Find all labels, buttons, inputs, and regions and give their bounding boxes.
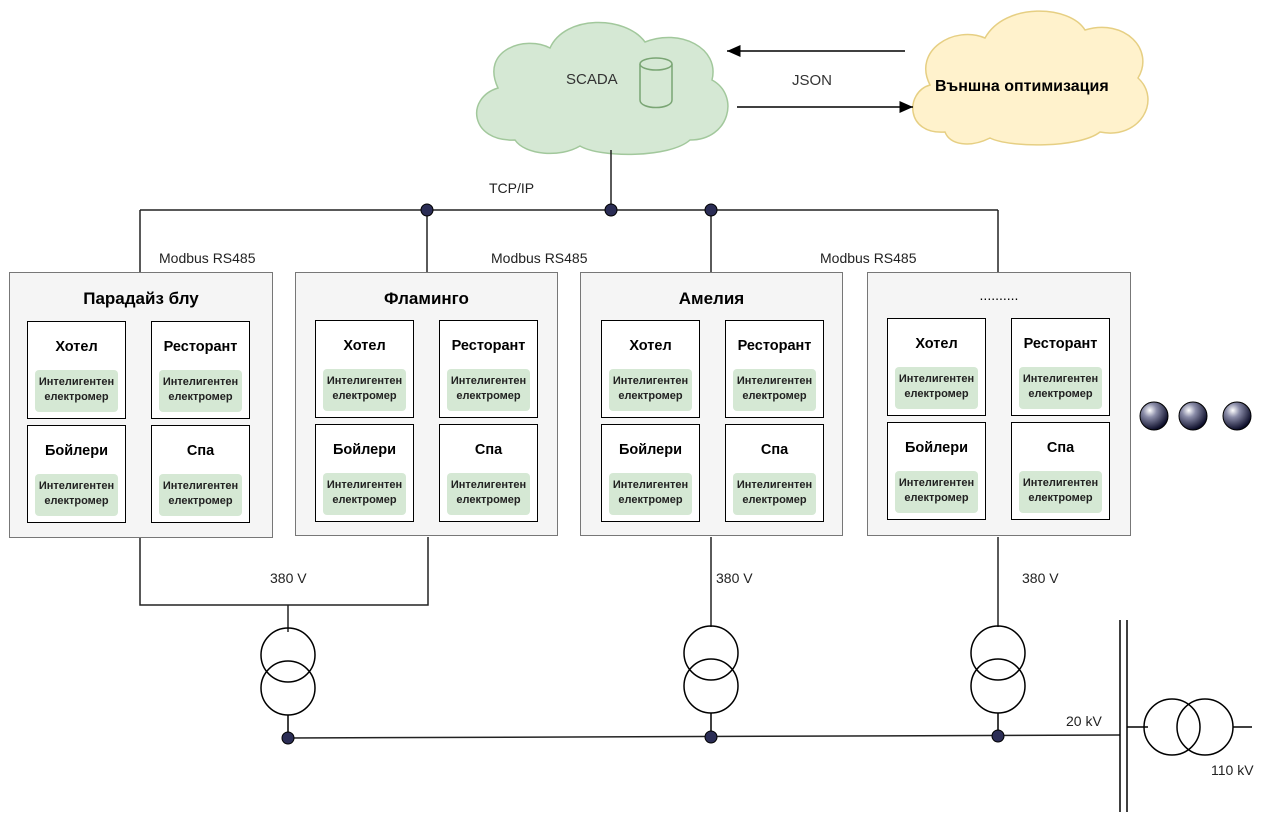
network-nodes [420,203,718,217]
more-sites-ellipsis-icon [1139,401,1252,431]
voltage-label: 380 V [1022,570,1059,586]
bus-110kv-label: 110 kV [1211,762,1254,778]
consumer-title: Бойлери [44,443,109,459]
site-title: Парадайз блу [83,289,199,308]
external-optimization-cloud [912,10,1149,146]
consumer-title: Бойлери [618,442,683,458]
transformers [260,625,1026,738]
consumer-title: Хотел [629,338,672,354]
modbus-label: Modbus RS485 [491,250,588,266]
consumer-title: Ресторант [1023,336,1098,352]
bus-20kv-label: 20 kV [1066,713,1102,729]
json-label: JSON [792,72,833,89]
busbar-20kv [1119,620,1128,812]
voltage-label: 380 V [270,570,307,586]
consumer-title: Ресторант [163,339,238,355]
consumer-title: Хотел [55,339,98,355]
consumer-title: Ресторант [737,338,812,354]
consumer-title: Ресторант [451,338,526,354]
scada-label: SCADA [566,71,618,88]
bus-nodes [281,729,1005,745]
database-icon [639,57,673,109]
consumer-title: Спа [760,442,789,458]
consumer-title: Хотел [915,336,958,352]
consumer-title: Спа [1046,440,1075,456]
line-20kv [287,734,1121,739]
consumer-title: Спа [186,443,215,459]
tcpip-label: TCP/IP [489,180,535,196]
tcpip-network [139,150,999,273]
modbus-label: Modbus RS485 [159,250,256,266]
scada-cloud [475,21,729,156]
consumer-title: Бойлери [332,442,397,458]
consumer-title: Хотел [343,338,386,354]
site-title: Фламинго [384,289,469,308]
external-optimization-label: Външна оптимизация [935,78,1109,95]
modbus-label: Modbus RS485 [820,250,917,266]
consumer-title: Спа [474,442,503,458]
feeders-380v [139,537,999,632]
voltage-label: 380 V [716,570,753,586]
site-title: Амелия [678,289,745,308]
main-transformer [1143,698,1252,756]
consumer-title: Бойлери [904,440,969,456]
site-title: .......... [979,287,1019,303]
